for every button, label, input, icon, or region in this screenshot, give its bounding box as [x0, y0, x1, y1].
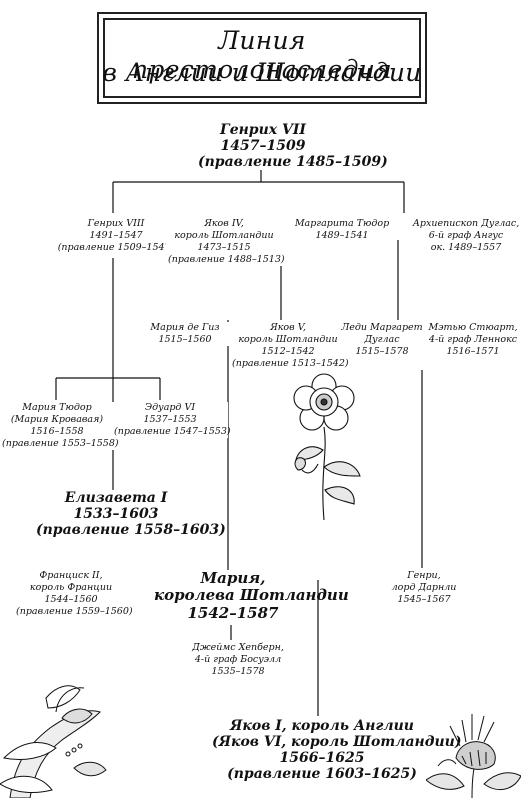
person-name: Генрих VII — [220, 122, 306, 138]
person-name: Джеймс Хепберн, — [192, 642, 284, 653]
person-mary-guise: Мария де Гиз 1515–1560 — [138, 322, 232, 346]
person-dates: 1533–1603 — [73, 506, 159, 523]
person-name: Архиепископ Дуглас, — [412, 218, 520, 229]
person-name: Мария Тюдор — [22, 402, 92, 413]
diagram-title-line1: Линия престолонаследия — [131, 26, 392, 84]
person-lady-margaret-douglas: Леди Маргарет Дуглас 1515–1578 — [338, 322, 426, 358]
person-dates: 1515–1578 — [355, 345, 409, 357]
person-name: Яков V, — [270, 322, 306, 333]
person-name: Маргарита Тюдор — [294, 218, 390, 229]
person-dates: 1516–1571 — [446, 345, 500, 357]
person-dates: 1544–1560 — [44, 593, 98, 605]
person-dates: 1516–1558 — [30, 425, 84, 437]
person-bothwell: Джеймс Хепберн, 4-й граф Босуэлл 1535–15… — [186, 642, 290, 678]
person-dates: ок. 1489–1557 — [430, 241, 502, 253]
person-mary-queen-of-scots: Мария, королева Шотландии 1542–1587 — [152, 569, 349, 622]
person-dates: 1535–1578 — [211, 665, 265, 677]
person-dates: 1566–1625 — [279, 750, 365, 767]
person-margaret-tudor: Маргарита Тюдор 1489–1541 — [290, 218, 394, 242]
person-reign: (правление 1603–1625) — [227, 766, 417, 783]
person-dates: 1542–1587 — [187, 603, 279, 622]
person-title: (Мария Кровавая) — [10, 413, 104, 425]
person-james4: Яков IV, король Шотландии 1473–1515 (пра… — [166, 218, 285, 266]
person-darnley: Генри, лорд Дарнли 1545–1567 — [384, 570, 464, 606]
lily-icon — [0, 685, 107, 798]
person-reign: (правление 1488–1513) — [168, 253, 285, 265]
tudor-rose-icon — [293, 373, 361, 521]
title-frame: Линия престолонаследия в Англии и Шотлан… — [97, 12, 427, 104]
person-james1: Яков I, король Англии (Яков VI, король Ш… — [210, 718, 462, 783]
person-title: 4-й граф Босуэлл — [194, 653, 282, 665]
person-title: король Шотландии — [174, 229, 274, 241]
person-name: Франциск II, — [39, 570, 103, 581]
person-title: лорд Дарнли — [391, 581, 457, 593]
person-mary-tudor: Мария Тюдор (Мария Кровавая) 1516–1558 (… — [0, 402, 119, 450]
person-reign: (правление 1547–1553) — [114, 425, 231, 437]
person-dates: 1545–1567 — [397, 593, 451, 605]
thistle-icon — [426, 714, 521, 798]
person-reign: (правление 1509–1547) — [57, 241, 175, 253]
person-james5: Яков V, король Шотландии 1512–1542 (прав… — [230, 322, 349, 370]
person-dates: 1515–1560 — [158, 333, 212, 345]
person-name: Генрих VIII — [87, 218, 145, 229]
person-dates: 1489–1541 — [315, 229, 369, 241]
person-dates: 1537–1553 — [143, 413, 197, 425]
person-name: Мария де Гиз — [150, 322, 220, 333]
person-name: Леди Маргарет — [341, 322, 423, 333]
person-name: Генри, — [407, 570, 441, 581]
person-title: Дуглас — [364, 333, 400, 345]
person-title: (Яков VI, король Шотландии) — [212, 734, 462, 751]
person-name: Яков I, король Англии — [230, 718, 414, 734]
person-reign: (правление 1559–1560) — [16, 605, 133, 617]
person-dates: 1512–1542 — [261, 345, 315, 357]
person-title: 4-й граф Леннокс — [428, 333, 518, 345]
person-henry7: Генрих VII 1457–1509 (правление 1485–150… — [196, 122, 388, 171]
person-dates: 1473–1515 — [197, 241, 251, 253]
person-lennox: Мэтью Стюарт, 4-й граф Леннокс 1516–1571 — [424, 322, 521, 358]
person-title: король Шотландии — [238, 333, 338, 345]
person-title: королева Шотландии — [154, 586, 349, 605]
person-title: 6-й граф Ангус — [428, 229, 504, 241]
person-henry8: Генрих VIII 1491–1547 (правление 1509–15… — [50, 218, 182, 254]
person-dates: 1491–1547 — [89, 229, 143, 241]
person-name: Яков IV, — [204, 218, 244, 229]
person-dates: 1457–1509 — [220, 138, 306, 155]
person-reign: (правление 1485–1509) — [198, 154, 388, 171]
person-name: Мэтью Стюарт, — [428, 322, 518, 333]
person-name: Эдуард VI — [144, 402, 196, 413]
person-francis2: Франциск II, король Франции 1544–1560 (п… — [14, 570, 133, 618]
person-name: Елизавета I — [64, 490, 168, 506]
person-title: король Франции — [29, 581, 113, 593]
person-reign: (правление 1553–1558) — [2, 437, 119, 449]
person-name: Мария, — [200, 569, 266, 587]
person-reign: (правление 1558–1603) — [36, 522, 226, 539]
person-reign: (правление 1513–1542) — [232, 357, 349, 369]
person-elizabeth1: Елизавета I 1533–1603 (правление 1558–16… — [34, 490, 226, 539]
person-douglas: Архиепископ Дуглас, 6-й граф Ангус ок. 1… — [408, 218, 521, 254]
person-edward6: Эдуард VI 1537–1553 (правление 1547–1553… — [112, 402, 231, 438]
diagram-title-line2: в Англии и Шотландии — [102, 58, 422, 87]
